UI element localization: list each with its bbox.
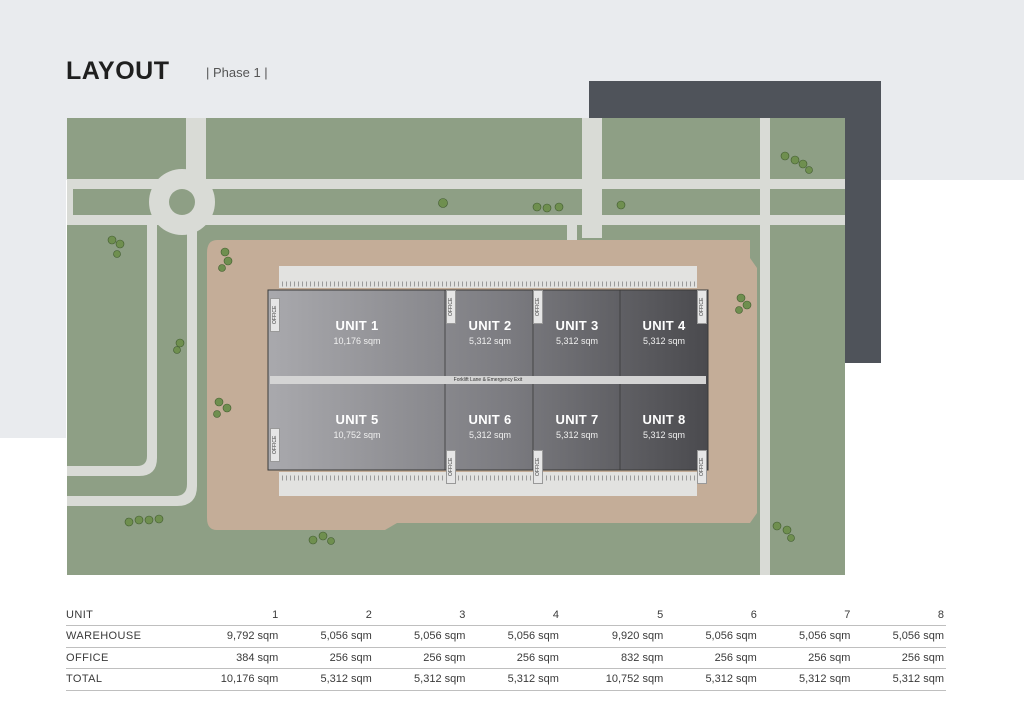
- unit-4: UNIT 4 5,312 sqm: [623, 318, 705, 346]
- table-row-warehouse: WAREHOUSE 9,792 sqm 5,056 sqm 5,056 sqm …: [66, 625, 946, 648]
- table-header-cell: 8: [852, 604, 946, 626]
- unit-3: UNIT 3 5,312 sqm: [536, 318, 618, 346]
- table-cell: 5,056 sqm: [373, 625, 468, 648]
- unit-area: 5,312 sqm: [642, 430, 686, 440]
- unit-2: UNIT 2 5,312 sqm: [449, 318, 531, 346]
- table-cell: 256 sqm: [665, 647, 759, 669]
- office-tag-unit-6: OFFICE: [446, 450, 456, 484]
- unit-area: 5,312 sqm: [642, 336, 686, 346]
- table-cell: 256 sqm: [467, 647, 561, 669]
- area-schedule-table: UNIT 1 2 3 4 5 6 7 8 WAREHOUSE 9,792 sqm…: [66, 604, 946, 691]
- table-cell: 256 sqm: [758, 647, 853, 669]
- table-cell: 256 sqm: [280, 647, 374, 669]
- unit-area: 5,312 sqm: [468, 336, 512, 346]
- table-cell: 384 sqm: [176, 647, 281, 669]
- unit-6: UNIT 6 5,312 sqm: [449, 412, 531, 440]
- parking-lines: [282, 281, 695, 481]
- table-cell: 9,792 sqm: [176, 625, 281, 648]
- table-header-cell: 5: [560, 604, 666, 626]
- table-header-cell: 2: [280, 604, 374, 626]
- site-plan: Forklift Lane & Emergency Exit OFFICE OF…: [67, 118, 845, 575]
- table-row-office: OFFICE 384 sqm 256 sqm 256 sqm 256 sqm 8…: [66, 647, 946, 669]
- office-tag-unit-1: OFFICE: [270, 298, 280, 332]
- table-header-cell: 4: [467, 604, 561, 626]
- table-cell: 5,056 sqm: [758, 625, 853, 648]
- unit-1: UNIT 1 10,176 sqm: [312, 318, 402, 346]
- table-header-cell: 3: [373, 604, 468, 626]
- unit-7: UNIT 7 5,312 sqm: [536, 412, 618, 440]
- unit-5: UNIT 5 10,752 sqm: [312, 412, 402, 440]
- unit-name: UNIT 2: [468, 318, 512, 333]
- roads: [67, 118, 845, 575]
- page-title: LAYOUT: [66, 57, 170, 85]
- unit-name: UNIT 4: [642, 318, 686, 333]
- table-cell: 5,056 sqm: [665, 625, 759, 648]
- table-cell: 9,920 sqm: [560, 625, 666, 648]
- unit-area: 10,176 sqm: [333, 336, 381, 346]
- table-cell: 10,752 sqm: [560, 668, 666, 691]
- table-header-row: UNIT 1 2 3 4 5 6 7 8: [66, 604, 946, 626]
- row-label: OFFICE: [66, 647, 176, 669]
- parking-north: [279, 266, 697, 288]
- unit-area: 5,312 sqm: [555, 336, 599, 346]
- forklift-lane: Forklift Lane & Emergency Exit: [270, 376, 706, 384]
- unit-area: 10,752 sqm: [333, 430, 381, 440]
- roundabout-island: [169, 189, 195, 215]
- phase-label: | Phase 1 |: [206, 65, 268, 80]
- table-cell: 5,312 sqm: [665, 668, 759, 691]
- table-cell: 5,056 sqm: [852, 625, 946, 648]
- table-cell: 256 sqm: [852, 647, 946, 669]
- table-cell: 5,056 sqm: [467, 625, 561, 648]
- table-row-total: TOTAL 10,176 sqm 5,312 sqm 5,312 sqm 5,3…: [66, 668, 946, 691]
- table-header-cell: 6: [665, 604, 759, 626]
- table-cell: 10,176 sqm: [176, 668, 281, 691]
- table-cell: 5,056 sqm: [280, 625, 374, 648]
- unit-name: UNIT 5: [335, 412, 379, 427]
- row-label: TOTAL: [66, 668, 176, 691]
- office-tag-unit-7: OFFICE: [533, 450, 543, 484]
- site-plan-drawing: [67, 118, 845, 575]
- unit-area: 5,312 sqm: [468, 430, 512, 440]
- table-cell: 832 sqm: [560, 647, 666, 669]
- unit-name: UNIT 8: [642, 412, 686, 427]
- unit-8: UNIT 8 5,312 sqm: [623, 412, 705, 440]
- table-header-cell: 1: [176, 604, 281, 626]
- table-cell: 5,312 sqm: [373, 668, 468, 691]
- parking-south: [279, 472, 697, 496]
- trees: [107, 151, 813, 545]
- table-cell: 5,312 sqm: [852, 668, 946, 691]
- table-cell: 5,312 sqm: [467, 668, 561, 691]
- row-label: WAREHOUSE: [66, 625, 176, 648]
- table-cell: 5,312 sqm: [758, 668, 853, 691]
- table-header-cell: UNIT: [66, 604, 176, 626]
- table-cell: 5,312 sqm: [280, 668, 374, 691]
- office-tag-unit-5: OFFICE: [270, 428, 280, 462]
- unit-name: UNIT 1: [335, 318, 379, 333]
- office-tag-unit-8: OFFICE: [697, 450, 707, 484]
- table-cell: 256 sqm: [373, 647, 468, 669]
- unit-area: 5,312 sqm: [555, 430, 599, 440]
- table-header-cell: 7: [758, 604, 853, 626]
- unit-name: UNIT 3: [555, 318, 599, 333]
- unit-name: UNIT 6: [468, 412, 512, 427]
- side-background: [0, 180, 66, 438]
- unit-name: UNIT 7: [555, 412, 599, 427]
